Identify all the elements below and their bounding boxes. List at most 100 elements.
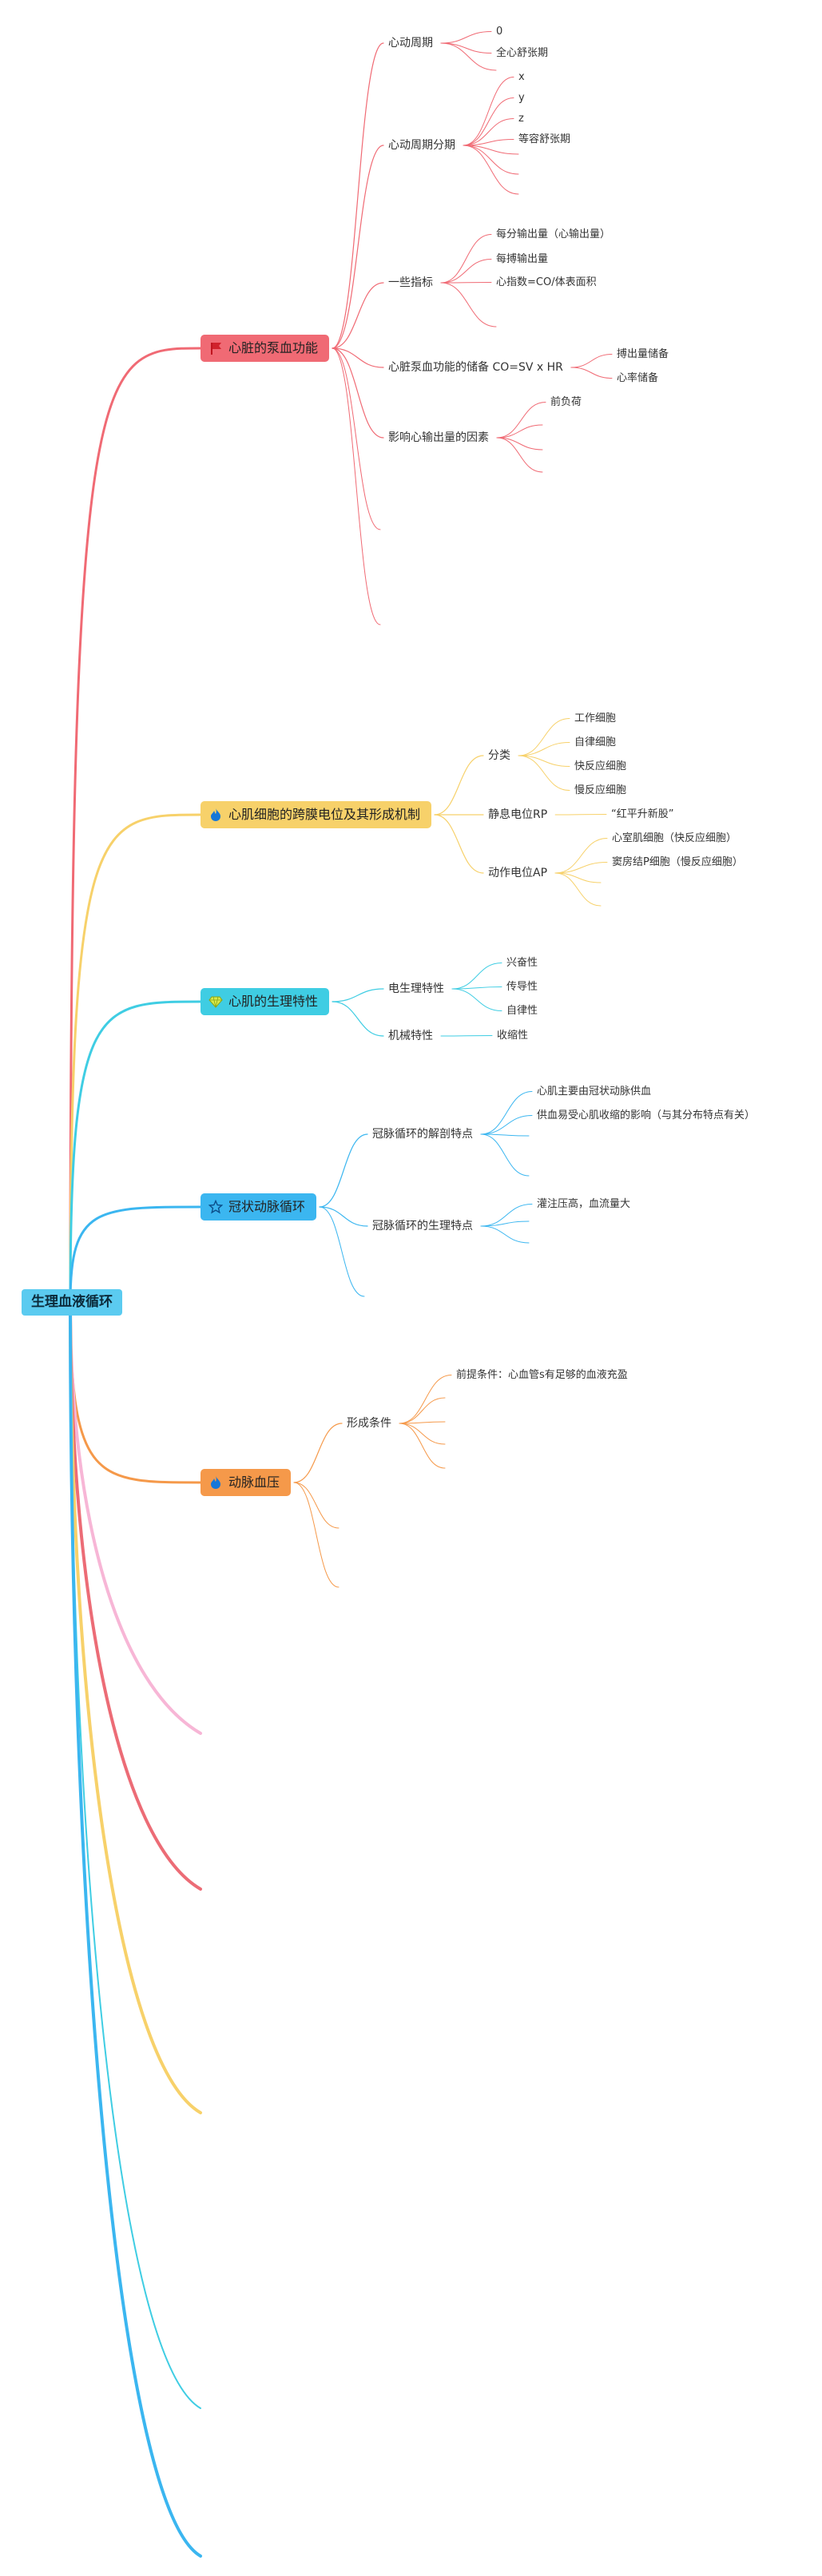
leaf-node[interactable]: 供血易受心肌收缩的影响（与其分布特点有关） xyxy=(537,1109,756,1121)
branch-label: 心脏的泵血功能 xyxy=(228,340,319,355)
branch-node-arterial-pressure[interactable]: 动脉血压 xyxy=(201,1469,292,1496)
leaf-edge xyxy=(480,1204,533,1227)
topic-node[interactable]: 心动周期 xyxy=(388,37,433,50)
topic-node[interactable]: 分类 xyxy=(488,749,510,762)
topic-node[interactable]: 静息电位RP xyxy=(488,808,548,821)
leaf-node[interactable]: 前提条件：心血管s有足够的血液充盈 xyxy=(456,1369,628,1381)
collapsed-edge xyxy=(480,1133,530,1177)
leaf-node[interactable]: 前负荷 xyxy=(550,396,582,408)
collapsed-edge xyxy=(496,437,543,451)
topic-edge xyxy=(434,755,484,816)
leaf-edge xyxy=(480,1115,533,1135)
leaf-node[interactable]: 快反应细胞 xyxy=(574,760,627,772)
leaf-node[interactable]: 窦房结P细胞（慢反应细胞） xyxy=(612,856,743,868)
branch-node-heart-pump[interactable]: 心脏的泵血功能 xyxy=(201,335,330,362)
leaf-edge xyxy=(518,755,570,767)
topic-edge xyxy=(332,145,384,349)
leaf-edge xyxy=(463,77,514,146)
fire-icon xyxy=(211,1476,220,1489)
leaf-edge xyxy=(463,118,514,146)
topic-node[interactable]: 影响心输出量的因素 xyxy=(388,431,489,444)
topic-node[interactable]: 一些指标 xyxy=(388,276,433,289)
leaf-edge xyxy=(496,402,546,439)
leaf-node[interactable]: 全心舒张期 xyxy=(496,47,549,59)
leaf-node[interactable]: 心肌主要由冠状动脉供血 xyxy=(537,1086,652,1097)
collapsed-edge xyxy=(399,1423,446,1469)
collapsed-edge xyxy=(293,1482,340,1529)
collapsed-edge xyxy=(399,1423,446,1445)
leaf-node[interactable]: 搏出量储备 xyxy=(617,348,669,360)
branch-node-membrane-potential[interactable]: 心肌细胞的跨膜电位及其形成机制 xyxy=(201,801,432,828)
leaf-node[interactable]: 灌注压高，血流量大 xyxy=(537,1198,631,1210)
leaf-node[interactable]: 心率储备 xyxy=(617,372,659,384)
branch-label: 冠状动脉循环 xyxy=(228,1199,306,1214)
collapsed-edge xyxy=(399,1421,446,1424)
leaf-node[interactable]: 等容舒张期 xyxy=(518,133,571,145)
topic-node[interactable]: 电生理特性 xyxy=(388,982,444,995)
branch-node-coronary-circulation[interactable]: 冠状动脉循环 xyxy=(201,1193,317,1221)
collapsed-edge xyxy=(319,1206,365,1297)
leaf-edge xyxy=(451,963,502,990)
branch-edge xyxy=(69,813,202,1304)
topic-edge xyxy=(332,42,384,349)
topic-edge xyxy=(293,1423,343,1483)
leaf-node[interactable]: 慢反应细胞 xyxy=(574,784,627,796)
leaf-node[interactable]: 每分输出量（心输出量） xyxy=(496,228,611,240)
topic-node[interactable]: 冠脉循环的生理特点 xyxy=(372,1220,473,1232)
leaf-node[interactable]: 工作细胞 xyxy=(574,712,617,724)
collapsed-branch-edge xyxy=(69,1300,202,2114)
topic-node[interactable]: 心脏泵血功能的储备 CO=SV x HR xyxy=(388,361,563,374)
leaf-edge xyxy=(554,862,608,874)
topic-node[interactable]: 心动周期分期 xyxy=(388,139,455,152)
leaf-edge xyxy=(518,755,570,791)
leaf-edge xyxy=(570,367,613,379)
leaf-node[interactable]: 收缩性 xyxy=(497,1030,529,1042)
star-icon xyxy=(208,1200,223,1214)
collapsed-edge xyxy=(332,347,381,625)
collapsed-edge xyxy=(480,1225,530,1244)
topic-node[interactable]: 机械特性 xyxy=(388,1030,433,1042)
leaf-edge xyxy=(554,838,608,874)
leaf-node[interactable]: 兴奋性 xyxy=(506,957,538,969)
leaf-node[interactable]: 0 xyxy=(496,26,503,38)
branch-edge xyxy=(69,347,202,1304)
leaf-edge xyxy=(570,354,613,368)
collapsed-branch-edge xyxy=(69,1300,202,1891)
leaf-node[interactable]: 心指数=CO/体表面积 xyxy=(496,276,597,288)
leaf-node[interactable]: 每搏输出量 xyxy=(496,253,549,265)
leaf-node[interactable]: 传导性 xyxy=(506,981,538,993)
leaf-node[interactable]: 自律细胞 xyxy=(574,736,617,748)
collapsed-branch-edge xyxy=(69,1301,201,2409)
leaf-node[interactable]: 自律性 xyxy=(506,1005,538,1017)
leaf-edge xyxy=(440,259,492,284)
branch-edge xyxy=(69,1205,202,1304)
topic-node[interactable]: 冠脉循环的解剖特点 xyxy=(372,1128,473,1141)
leaf-edge xyxy=(518,742,570,756)
branch-edge xyxy=(69,1000,202,1304)
fire-icon xyxy=(211,808,220,821)
leaf-edge xyxy=(440,31,492,44)
topic-edge xyxy=(434,814,484,874)
leaf-node[interactable]: “红平升新股” xyxy=(611,808,674,820)
topic-node[interactable]: 动作电位AP xyxy=(488,867,548,879)
leaf-node[interactable]: z xyxy=(518,113,524,125)
collapsed-edge xyxy=(554,872,602,883)
leaf-edge xyxy=(451,986,502,990)
leaf-node[interactable]: 心室肌细胞（快反应细胞） xyxy=(612,832,737,844)
branch-node-myocardial-properties[interactable]: 心肌的生理特性 xyxy=(201,988,330,1015)
leaf-node[interactable]: y xyxy=(518,92,525,104)
topic-node[interactable]: 形成条件 xyxy=(347,1417,391,1430)
collapsed-edge xyxy=(332,347,381,530)
collapsed-edge xyxy=(440,42,497,71)
leaf-edge xyxy=(440,282,492,284)
leaf-edge xyxy=(554,814,607,816)
collapsed-edge xyxy=(496,437,543,473)
root-node[interactable]: 生理血液循环 xyxy=(22,1289,122,1316)
leaf-node[interactable]: x xyxy=(518,71,525,83)
collapsed-edge xyxy=(440,282,497,327)
collapsed-edge xyxy=(463,145,519,175)
collapsed-edge xyxy=(399,1397,446,1424)
topic-edge xyxy=(319,1133,368,1208)
